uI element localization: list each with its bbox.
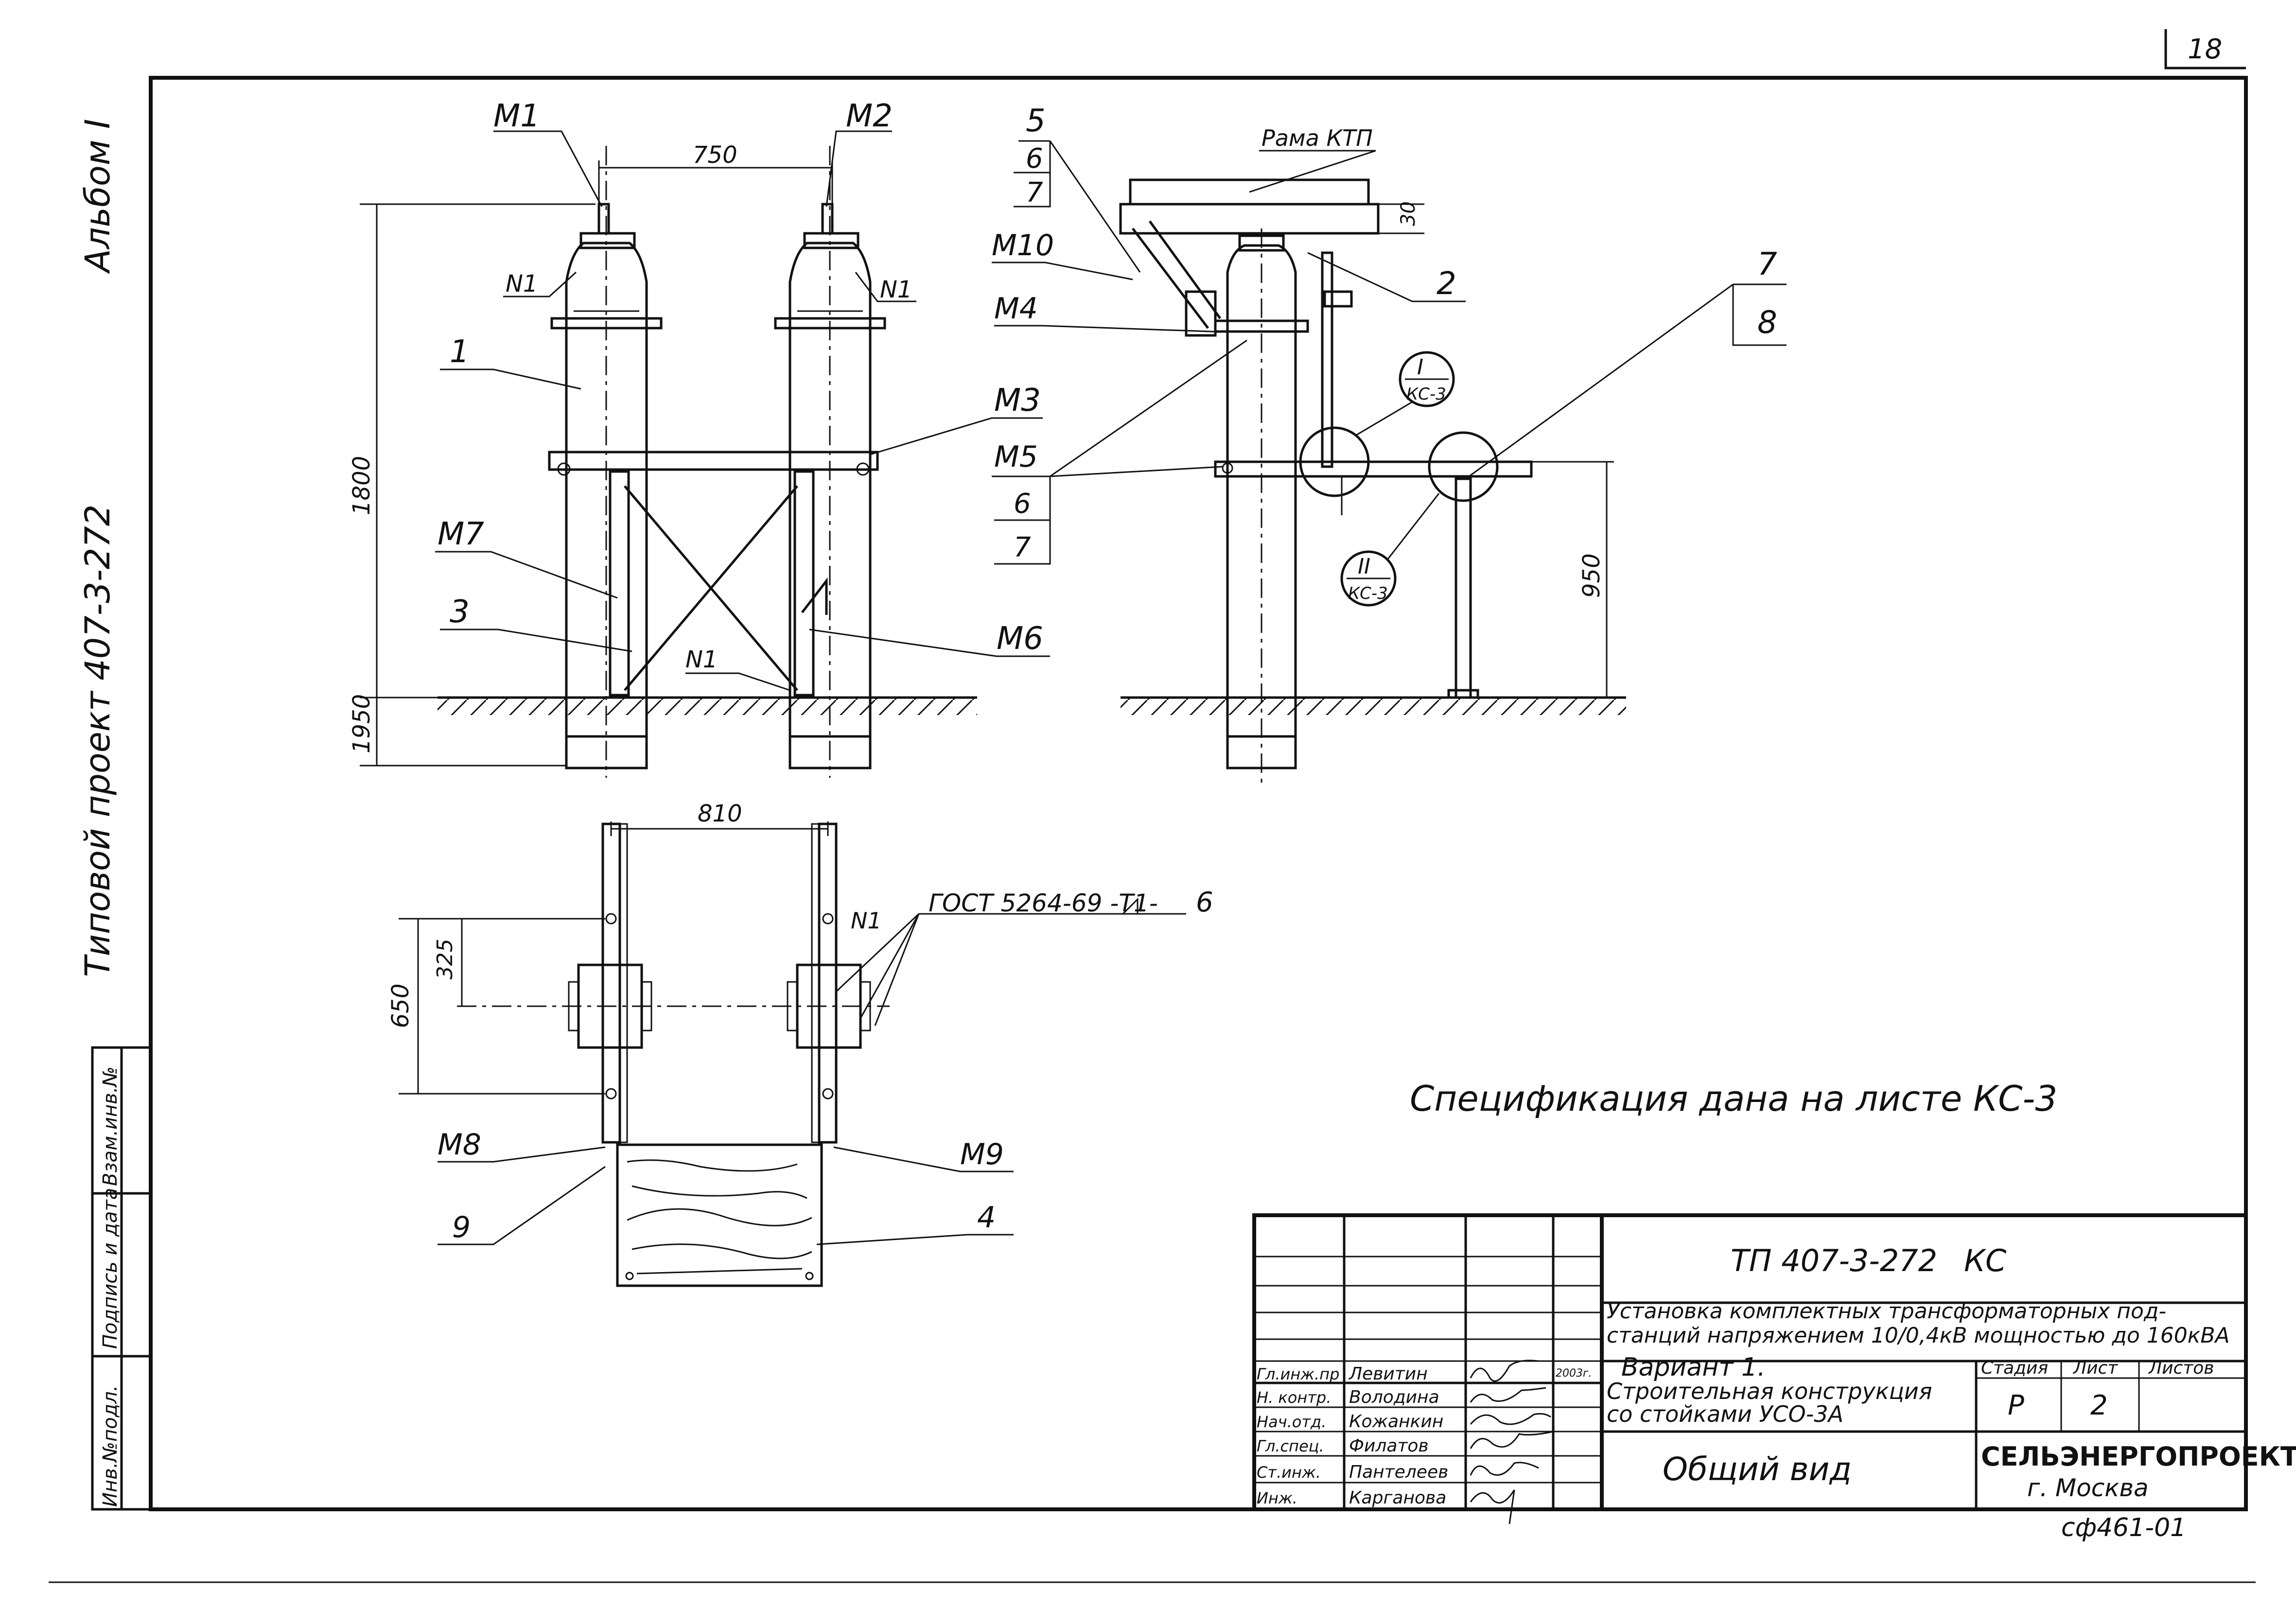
label-N1-left: N1 (506, 270, 538, 297)
album-label: Альбом I (78, 119, 118, 274)
plan-label-N1: N1 (851, 908, 882, 934)
dim-1800: 1800 (348, 456, 375, 515)
page-number: 18 (2188, 34, 2222, 65)
callout-I-num: I (1417, 355, 1423, 380)
staff-name-1: Левитин (1348, 1364, 1428, 1384)
label-N1-bottom: N1 (685, 646, 718, 673)
sheets-header: Листов (2148, 1358, 2214, 1378)
inv-orig-label: Инв.№подл. (99, 1385, 122, 1507)
stage-header: Стадия (1981, 1358, 2048, 1378)
plan-view: 810 650 325 ГОСТ 5264-69 -Т1- 6 N1 М8 М9… (387, 800, 1213, 1287)
weld-leg: 6 (1196, 887, 1213, 918)
title-variant-3: со стойками УСО-3А (1607, 1401, 1843, 1427)
ground-hatch (438, 698, 977, 715)
signatures (1470, 1360, 1554, 1524)
org-city: г. Москва (2027, 1474, 2149, 1502)
label-part-8: 8 (1757, 305, 1777, 341)
label-M8: М8 (438, 1128, 481, 1162)
dim-650: 650 (387, 983, 414, 1028)
dim-1950: 1950 (348, 694, 375, 753)
staff-role-6: Инж. (1257, 1489, 1297, 1507)
callout-II-sheet: КС-3 (1348, 584, 1388, 603)
staff-name-6: Карганова (1349, 1488, 1446, 1508)
label-M9: М9 (960, 1137, 1004, 1171)
dim-325: 325 (433, 939, 457, 979)
copy-code: сф461-01 (2061, 1513, 2186, 1542)
side-stamp: Инв.№подл. Подпись и дата Взам.инв.№ (91, 1046, 152, 1511)
org-name: СЕЛЬЭНЕРГОПРОЕКТ (1981, 1441, 2296, 1472)
label-M2: М2 (846, 98, 893, 134)
title-block: ТП 407-3-272 КС Установка комплектных тр… (1252, 1213, 2296, 1524)
label-M6: М6 (997, 621, 1043, 657)
page-number-box (2164, 29, 2246, 70)
staff-name-3: Кожанкин (1349, 1412, 1443, 1432)
staff-name-2: Володина (1349, 1387, 1439, 1407)
label-N1-right: N1 (880, 276, 912, 303)
label-M1: М1 (493, 98, 540, 134)
title-variant-1: Вариант 1. (1621, 1353, 1766, 1382)
title-desc-1: Установка комплектных трансформаторных п… (1607, 1299, 2166, 1324)
staff-name-4: Филатов (1349, 1436, 1429, 1456)
staff-role-2: Н. контр. (1257, 1388, 1331, 1407)
side-view: Рама КТП 30 950 I КС-3 (992, 103, 1787, 787)
label-part-5: 5 (1026, 103, 1046, 139)
staff-role-4: Гл.спец. (1257, 1437, 1324, 1455)
stage-value: Р (2008, 1390, 2024, 1421)
date-value: 2003г. (1556, 1367, 1592, 1380)
label-M3: М3 (994, 383, 1041, 419)
staff-name-5: Пантелеев (1349, 1462, 1448, 1482)
callout-II-num: II (1358, 554, 1370, 579)
dim-950: 950 (1578, 553, 1605, 598)
weld-note: ГОСТ 5264-69 -Т1- (929, 889, 1158, 917)
sheet-header: Лист (2072, 1358, 2118, 1378)
label-part-1: 1 (450, 334, 470, 370)
label-part-9: 9 (452, 1210, 471, 1244)
label-part-6a: 6 (1026, 143, 1043, 175)
dim-750: 750 (693, 141, 737, 169)
title-code: ТП 407-3-272 (1731, 1243, 1937, 1278)
label-M10: М10 (992, 228, 1054, 262)
replace-inv-label: Взам.инв.№ (99, 1066, 122, 1186)
label-part-7b: 7 (1757, 246, 1777, 282)
spec-note: Спецификация дана на листе КС-3 (1410, 1078, 2057, 1119)
sign-date-label: Подпись и дата (99, 1188, 122, 1349)
frame-label: Рама КТП (1262, 125, 1373, 151)
label-part-2: 2 (1437, 266, 1456, 302)
project-side-label: Типовой проект 407-3-272 (78, 505, 118, 977)
label-part-7a: 7 (1026, 177, 1043, 209)
title-mark: КС (1964, 1243, 2007, 1278)
label-part-4: 4 (977, 1201, 996, 1235)
dim-30: 30 (1397, 201, 1420, 226)
staff-role-3: Нач.отд. (1257, 1413, 1326, 1431)
callout-I-sheet: КС-3 (1406, 385, 1446, 404)
ground-hatch-side (1121, 698, 1626, 715)
label-M7: М7 (438, 516, 484, 552)
title-sheet-title: Общий вид (1663, 1451, 1852, 1488)
front-view: 750 1800 1950 М1 М2 N1 N1 1 М3 М7 3 N1 М… (348, 98, 1050, 778)
drawing-frame (149, 76, 2248, 1511)
sheet-number: 2 (2090, 1390, 2108, 1421)
title-variant-2: Строительная конструкция (1607, 1378, 1932, 1404)
label-M4: М4 (994, 292, 1038, 326)
label-part-6b: 6 (1014, 488, 1031, 520)
staff-role-5: Ст.инж. (1257, 1463, 1321, 1482)
label-part-3: 3 (450, 594, 470, 630)
staff-role-1: Гл.инж.пр (1257, 1365, 1339, 1383)
label-part-7c: 7 (1014, 532, 1031, 563)
label-M5: М5 (994, 440, 1038, 474)
dim-810: 810 (698, 800, 742, 827)
title-desc-2: станций напряжением 10/0,4кВ мощностью д… (1607, 1323, 2230, 1348)
